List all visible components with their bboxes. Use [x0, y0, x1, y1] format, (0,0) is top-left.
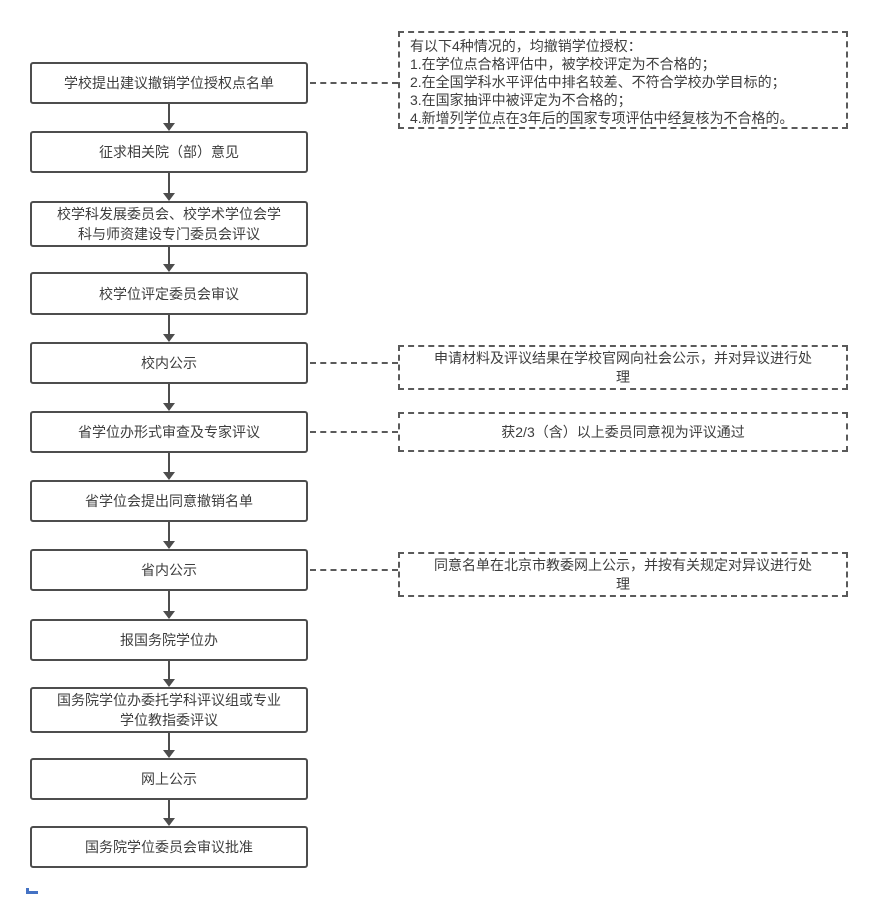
flow-step-campus-publicity: 校内公示	[30, 342, 308, 384]
flow-step-label: 国务院学位办委托学科评议组或专业学位教指委评议	[57, 692, 281, 728]
flow-step-state-council-delegated-review: 国务院学位办委托学科评议组或专业学位教指委评议	[30, 687, 308, 733]
note-line: 1.在学位点合格评估中，被学校评定为不合格的；	[410, 56, 716, 72]
flow-step-label: 国务院学位委员会审议批准	[85, 839, 253, 855]
down-arrow-icon-11	[161, 800, 177, 826]
flow-step-label: 学校提出建议撤销学位授权点名单	[64, 75, 274, 91]
flow-step-committee-review: 校学科发展委员会、校学术学位会学科与师资建设专门委员会评议	[30, 201, 308, 247]
note-line: 4.新增列学位点在3年后的国家专项评估中经复核为不合格的。	[410, 110, 794, 126]
note-campus-publicity-rule: 申请材料及评议结果在学校官网向社会公示，并对异议进行处理	[398, 345, 848, 390]
down-arrow-icon-9	[161, 661, 177, 687]
down-arrow-icon-10	[161, 733, 177, 758]
dashed-connector-4	[310, 569, 398, 571]
note-line: 2.在全国学科水平评估中排名较差、不符合学校办学目标的；	[410, 74, 786, 90]
note-text: 获2/3（含）以上委员同意视为评议通过	[501, 423, 745, 440]
note-line: 有以下4种情况的，均撤销学位授权：	[410, 38, 642, 54]
dashed-connector-1	[310, 82, 398, 84]
flow-step-label: 校学位评定委员会审议	[99, 285, 239, 302]
down-arrow-icon-7	[161, 522, 177, 549]
note-provincial-publicity-rule: 同意名单在北京市教委网上公示，并按有关规定对异议进行处理	[398, 552, 848, 597]
flow-step-report-state-council: 报国务院学位办	[30, 619, 308, 661]
down-arrow-icon-4	[161, 315, 177, 342]
flow-step-label: 报国务院学位办	[120, 632, 218, 648]
note-line: 3.在国家抽评中被评定为不合格的；	[410, 92, 632, 108]
dashed-connector-3	[310, 431, 398, 433]
down-arrow-icon-1	[161, 104, 177, 131]
down-arrow-icon-5	[161, 384, 177, 411]
flow-step-label: 省内公示	[141, 562, 197, 578]
flow-step-online-publicity: 网上公示	[30, 758, 308, 800]
note-text: 同意名单在北京市教委网上公示，并按有关规定对异议进行处理	[434, 556, 812, 592]
flow-step-label: 省学位办形式审查及专家评议	[78, 424, 260, 440]
flow-step-provincial-approval-list: 省学位会提出同意撤销名单	[30, 480, 308, 522]
dashed-connector-2	[310, 362, 398, 364]
flow-step-label: 征求相关院（部）意见	[99, 144, 239, 160]
flow-step-provincial-publicity: 省内公示	[30, 549, 308, 591]
flow-step-final-approval: 国务院学位委员会审议批准	[30, 826, 308, 868]
flow-step-consult-departments: 征求相关院（部）意见	[30, 131, 308, 173]
down-arrow-icon-2	[161, 173, 177, 201]
flow-step-propose-revocation-list: 学校提出建议撤销学位授权点名单	[30, 62, 308, 104]
down-arrow-icon-6	[161, 453, 177, 480]
flow-step-label: 校内公示	[141, 355, 197, 371]
blue-artifact-mark	[26, 888, 38, 894]
flow-step-provincial-review: 省学位办形式审查及专家评议	[30, 411, 308, 453]
note-vote-threshold-rule: 获2/3（含）以上委员同意视为评议通过	[398, 412, 848, 452]
note-revocation-conditions: 有以下4种情况的，均撤销学位授权： 1.在学位点合格评估中，被学校评定为不合格的…	[398, 31, 848, 129]
flow-step-label: 校学科发展委员会、校学术学位会学科与师资建设专门委员会评议	[57, 206, 281, 242]
note-text: 申请材料及评议结果在学校官网向社会公示，并对异议进行处理	[434, 349, 812, 385]
flow-step-label: 省学位会提出同意撤销名单	[85, 493, 253, 509]
down-arrow-icon-8	[161, 591, 177, 619]
flow-step-label: 网上公示	[141, 771, 197, 787]
flow-step-degree-committee-deliberation: 校学位评定委员会审议	[30, 272, 308, 315]
down-arrow-icon-3	[161, 247, 177, 272]
